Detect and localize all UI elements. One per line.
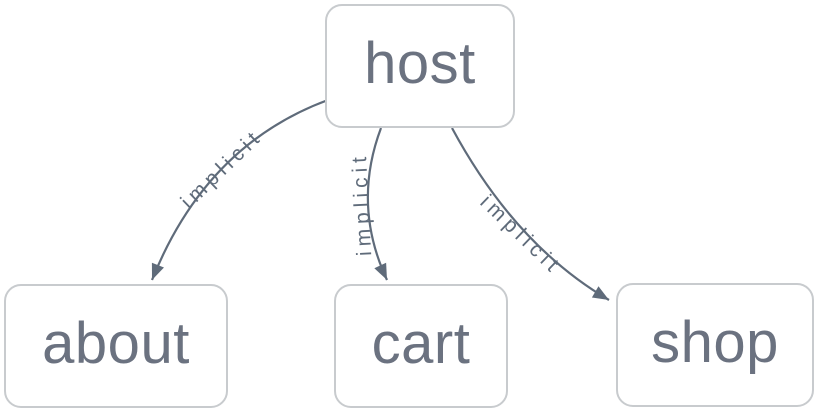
edge-label: implicit: [348, 151, 376, 256]
node-shop[interactable]: shop: [616, 283, 814, 407]
node-cart[interactable]: cart: [334, 284, 508, 408]
edge-host-cart: implicit: [348, 127, 388, 281]
node-label: cart: [371, 311, 471, 376]
node-host[interactable]: host: [325, 4, 515, 128]
edge-label: implicit: [177, 125, 268, 214]
edge-host-about: implicit: [150, 98, 329, 281]
node-label: shop: [651, 310, 779, 375]
edge-label: implicit: [476, 191, 567, 280]
edge-line: [366, 127, 388, 281]
arrowhead-icon: [591, 286, 609, 300]
node-label: about: [42, 311, 190, 376]
edge-host-shop: implicit: [451, 127, 610, 301]
node-label: host: [364, 31, 476, 96]
edge-line: [150, 98, 329, 281]
edge-line: [451, 127, 610, 301]
arrowhead-icon: [374, 262, 387, 280]
arrowhead-icon: [151, 262, 164, 280]
node-about[interactable]: about: [4, 284, 228, 408]
